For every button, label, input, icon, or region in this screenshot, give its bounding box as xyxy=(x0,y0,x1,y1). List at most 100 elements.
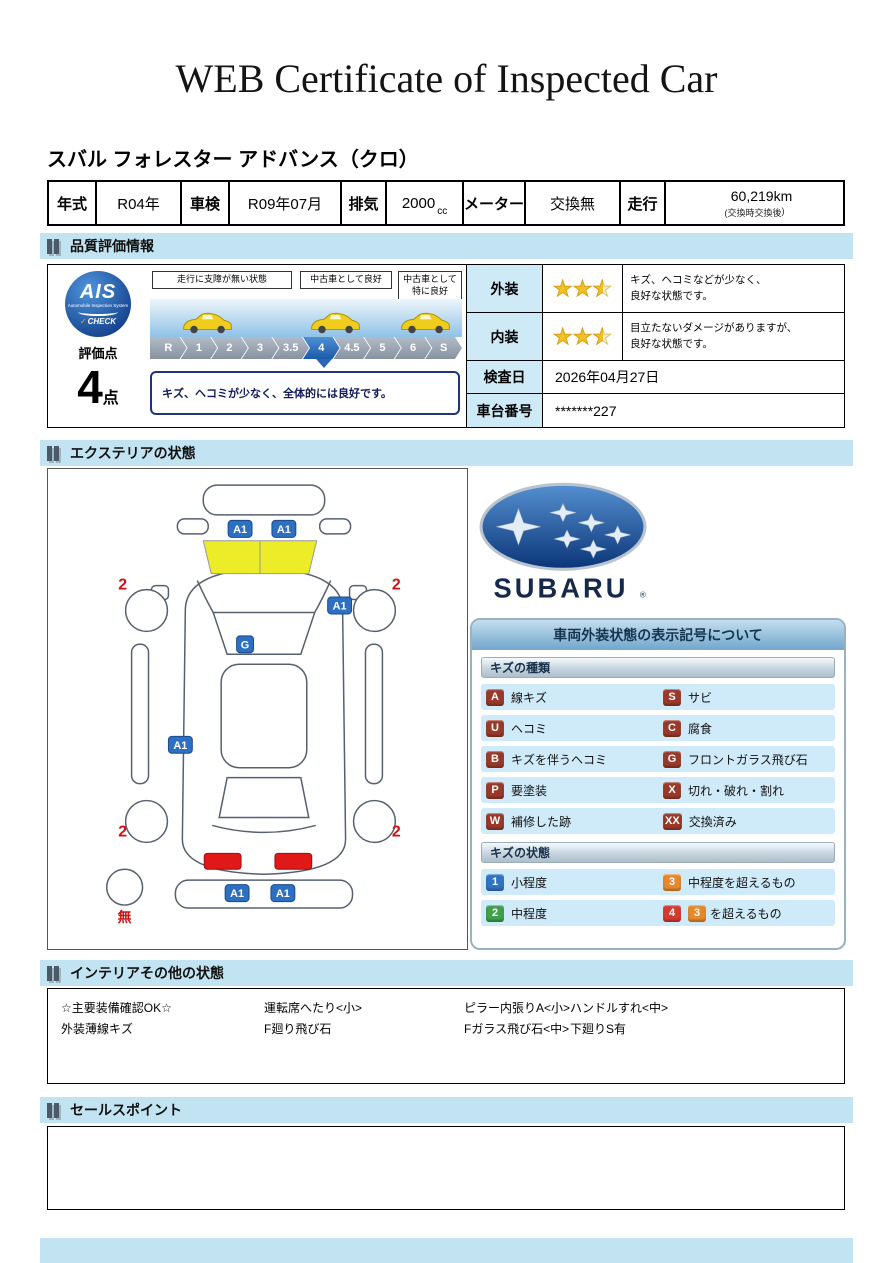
scale-grade-3: 3 xyxy=(242,337,279,359)
section-title: 品質評価情報 xyxy=(70,238,154,254)
svg-text:A1: A1 xyxy=(230,888,244,900)
subaru-stars xyxy=(496,502,631,559)
code-badge-3: 3 xyxy=(688,904,706,922)
right-headlight xyxy=(318,518,352,535)
mileage-note: (交換時 交換後 ) xyxy=(724,206,784,219)
subaru-star xyxy=(553,529,581,549)
spec-value-shaken: R09年07月 xyxy=(230,182,342,224)
damage-count-label: 2 xyxy=(118,823,127,840)
subaru-wordmark: SUBARU xyxy=(493,573,628,604)
mileage-value: 60,219km xyxy=(730,187,793,204)
spec-value-displacement: 2000 cc xyxy=(387,182,464,224)
scale-grade-5: 5 xyxy=(364,337,401,359)
scale-grade-3.5: 3.5 xyxy=(272,337,309,359)
svg-text:A1: A1 xyxy=(277,524,291,536)
spare-tire xyxy=(105,868,144,906)
rear-right-wheel xyxy=(352,799,397,844)
legend-item: S サビ xyxy=(658,688,835,706)
left-taillight xyxy=(203,852,242,870)
legend-label: サビ xyxy=(688,690,713,705)
legend-label: 交換済み xyxy=(688,814,737,829)
spec-label-year: 年式 xyxy=(49,182,97,224)
displacement-number: 2000 xyxy=(401,194,436,212)
scale-grade-R: R xyxy=(150,337,187,359)
spec-label-mileage: 走行 xyxy=(621,182,666,224)
scale-caption-2: 中古車として良好 xyxy=(300,271,392,289)
legend-label: 中程度を超えるもの xyxy=(688,875,796,890)
scale-grade-S: S xyxy=(425,337,462,359)
roof xyxy=(220,663,308,769)
svg-text:G: G xyxy=(241,639,250,651)
exterior-star-rating: ★★★★ xyxy=(543,265,623,313)
code-badge-1: 1 xyxy=(486,873,504,891)
car-name: スバル フォレスター アドバンス（クロ） xyxy=(47,149,419,171)
score: 4点 xyxy=(77,364,119,410)
hood-line xyxy=(314,580,332,613)
sales-points-panel xyxy=(47,1126,845,1210)
interior-column: ピラー内張りA<小>Fガラス飛び石<中> xyxy=(464,998,570,1083)
section-marker-icon xyxy=(47,238,59,254)
spec-label-displacement: 排気 xyxy=(342,182,387,224)
left-headlight xyxy=(176,518,209,535)
left-rocker-panel xyxy=(130,643,150,785)
star-icon: ★ xyxy=(572,323,593,349)
front-left-wheel xyxy=(124,588,169,633)
legend-label: 切れ・破れ・割れ xyxy=(688,783,785,798)
legend-label: を超えるもの xyxy=(710,906,782,921)
interior-column: ☆主要装備確認OK☆ 外装薄線キズ xyxy=(61,998,264,1083)
interior-note: ☆主要装備確認OK☆ xyxy=(61,1001,172,1015)
hood-line xyxy=(196,580,214,613)
scale-grade-4: 4 xyxy=(303,337,340,359)
footer-band xyxy=(40,1238,853,1263)
svg-text:A1: A1 xyxy=(173,740,187,752)
inspection-date-value: 2026年04月27日 xyxy=(543,361,844,394)
legend-label: 線キズ xyxy=(511,690,548,705)
section-header-quality: 品質評価情報 xyxy=(40,233,853,259)
damage-marker-A1: A1 xyxy=(327,596,353,615)
code-badge-XX: XX xyxy=(663,812,682,830)
code-badge-G: G xyxy=(663,750,681,768)
code-badge-S: S xyxy=(663,688,681,706)
star-icon: ★ xyxy=(552,323,573,349)
ais-logo-text: AIS xyxy=(79,281,117,303)
legend-item: XX 交換済み xyxy=(658,812,835,830)
interior-note: ハンドルすれ<中> xyxy=(570,1001,669,1015)
right-rocker-panel xyxy=(364,643,384,785)
spec-value-mileage: 60,219km (交換時 交換後 ) xyxy=(666,182,843,224)
interior-note: 外装薄線キズ xyxy=(61,1022,134,1036)
score-unit: 点 xyxy=(102,390,119,407)
mileage-note-right: ) xyxy=(781,205,785,216)
damage-count-label: 2 xyxy=(392,823,401,840)
page-title: WEB Certificate of Inspected Car xyxy=(175,56,718,101)
star-icon: ★ xyxy=(552,275,573,301)
ais-block: AIS Automobile Inspection System ✓CHECK … xyxy=(48,265,148,427)
grade-comment: キズ、ヘコミが少なく、全体的には良好です。 xyxy=(150,371,460,415)
spec-value-meter: 交換無 xyxy=(526,182,621,224)
mileage-note-left: (交換時 xyxy=(724,207,755,218)
section-marker-icon xyxy=(47,965,59,981)
mileage-note-mid: 交換後 xyxy=(754,207,782,218)
exterior-rating-text: キズ、ヘコミなどが少なく、 良好な状態です。 xyxy=(623,265,844,313)
svg-text:A1: A1 xyxy=(233,524,247,536)
subaru-oval xyxy=(479,482,647,571)
section-title: エクステリアの状態 xyxy=(70,445,196,461)
legend-label: 中程度 xyxy=(511,906,548,921)
subaru-star xyxy=(578,513,605,533)
legend-label: 腐食 xyxy=(688,721,713,736)
legend-label: 要塗装 xyxy=(511,783,548,798)
spec-value-year: R04年 xyxy=(97,182,182,224)
